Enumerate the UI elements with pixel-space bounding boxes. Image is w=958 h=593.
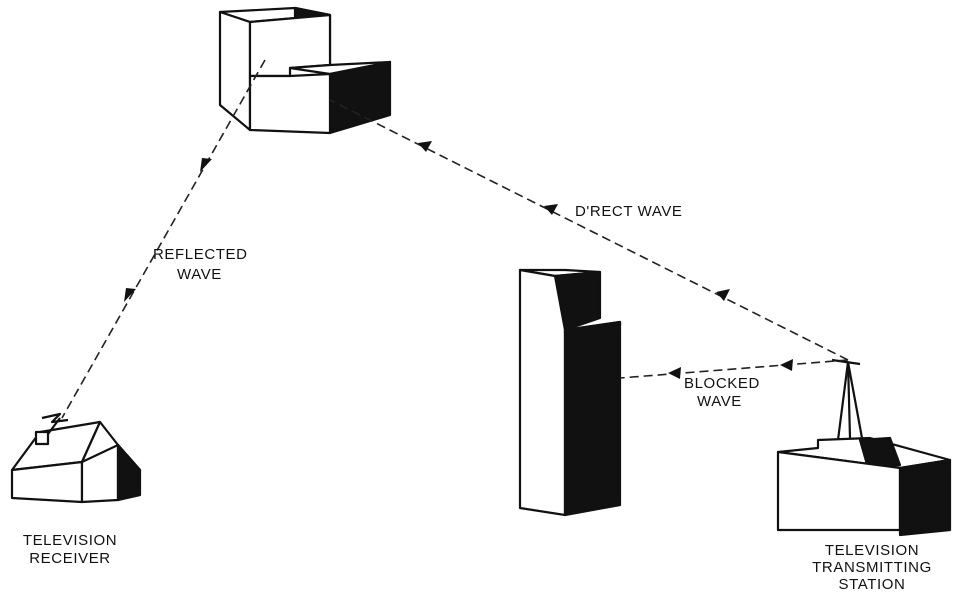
reflected-wave [61,59,266,419]
direct-wave-arrow-2 [544,204,558,215]
reflected-wave-label-line1: REFLECTED [153,246,248,263]
direct-wave-label: D'RECT WAVE [575,203,683,220]
station-label-line2: TRANSMITTING [812,559,932,576]
blocked-wave-label-line2: WAVE [697,393,742,410]
reflecting-building [218,6,392,135]
blocked-wave-arrow-2 [668,367,681,379]
receiver-label-line1: TELEVISION [23,532,117,549]
reflected-wave-label-line2: WAVE [177,266,222,283]
reflected-wave-arrow-1 [200,158,212,172]
house-receiver [10,412,142,504]
tall-building [518,268,622,517]
direct-wave [329,99,849,361]
direct-wave-arrow-1 [716,289,730,301]
transmitting-station [776,358,952,537]
blocked-wave-label-line1: BLOCKED [684,375,760,392]
receiver-label-line2: RECEIVER [29,550,111,567]
blocked-wave-arrow-1 [780,359,793,371]
blocked-wave [619,359,849,379]
reflected-wave-arrow-2 [124,288,136,302]
station-label-line3: STATION [839,576,906,593]
direct-wave-arrow-3 [418,141,432,152]
station-label-line1: TELEVISION [825,542,919,559]
